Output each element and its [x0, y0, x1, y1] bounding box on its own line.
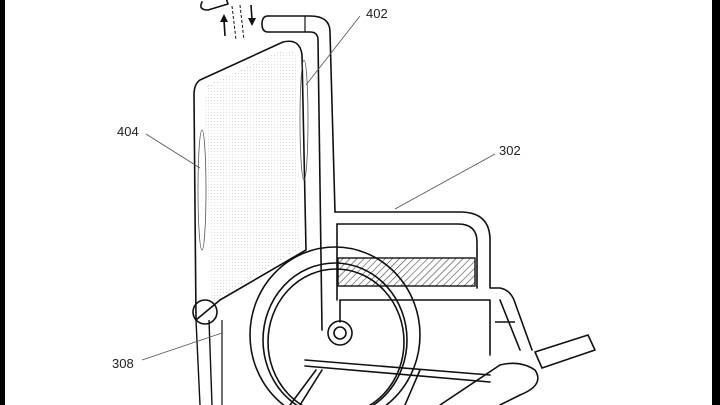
attachment-cylinder — [200, 0, 245, 41]
reference-label-404: 404 — [117, 124, 139, 139]
reference-label-402: 402 — [366, 6, 388, 21]
seat-cushion — [337, 257, 476, 287]
wheelchair-frame — [304, 211, 533, 383]
hinge-knob — [192, 299, 218, 325]
up-arrow-icon — [220, 14, 228, 37]
wheel — [249, 246, 421, 405]
leader-line-302 — [394, 153, 496, 210]
reference-label-308: 308 — [112, 356, 134, 371]
footrest — [439, 334, 596, 405]
leader-line-402 — [305, 15, 361, 86]
backrest-panel — [193, 40, 309, 405]
backrest-post — [261, 15, 336, 331]
down-arrow-icon — [248, 4, 256, 26]
drawing-sheet — [5, 0, 712, 405]
leader-line-404 — [145, 133, 201, 169]
leader-line-308 — [141, 332, 223, 361]
reference-label-302: 302 — [499, 143, 521, 158]
